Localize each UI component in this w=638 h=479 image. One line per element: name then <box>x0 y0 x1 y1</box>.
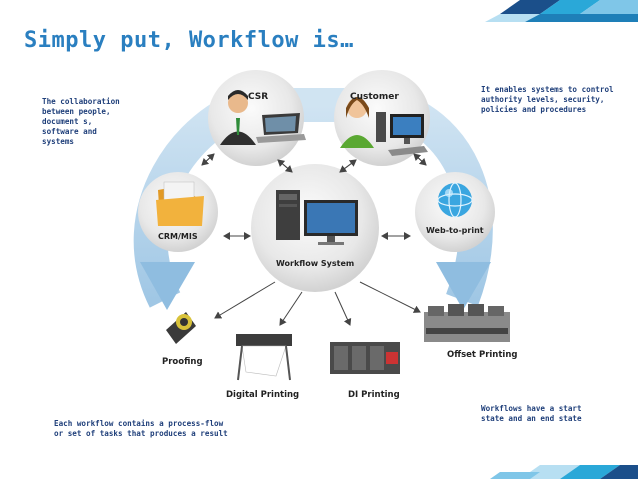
globe-icon <box>437 182 473 218</box>
offset-press-icon <box>424 304 510 342</box>
note-authority: It enables systems to control authority … <box>481 85 614 114</box>
csr-person-icon <box>220 90 256 145</box>
crm-folder-icon <box>156 181 204 226</box>
server-tower-icon <box>276 190 300 240</box>
ring-arrowhead-right <box>436 262 491 310</box>
digital-printer-icon <box>236 334 292 381</box>
label-web: Web-to-print <box>426 226 484 235</box>
proofing-device-icon <box>166 312 196 344</box>
csr-laptop-icon <box>256 113 306 143</box>
note-process-flow: Each workflow contains a process-flow or… <box>54 419 228 438</box>
slide-title: Simply put, Workflow is… <box>24 28 354 53</box>
label-proofing: Proofing <box>162 357 203 367</box>
di-press-icon <box>330 342 400 374</box>
label-crm: CRM/MIS <box>158 232 198 241</box>
label-offset: Offset Printing <box>447 350 517 360</box>
label-center: Workflow System <box>276 259 354 268</box>
label-di: DI Printing <box>348 390 400 400</box>
label-csr: CSR <box>248 92 268 102</box>
label-customer: Customer <box>350 92 399 102</box>
customer-person-icon <box>340 97 374 148</box>
ring-arrowhead-left <box>140 262 195 310</box>
note-states: Workflows have a start state and an end … <box>481 404 582 423</box>
note-collaboration: The collaboration between people, docume… <box>42 97 120 146</box>
connectors <box>201 153 427 326</box>
label-digital: Digital Printing <box>226 390 299 400</box>
monitor-icon <box>304 200 358 245</box>
customer-computer-icon <box>376 112 428 156</box>
